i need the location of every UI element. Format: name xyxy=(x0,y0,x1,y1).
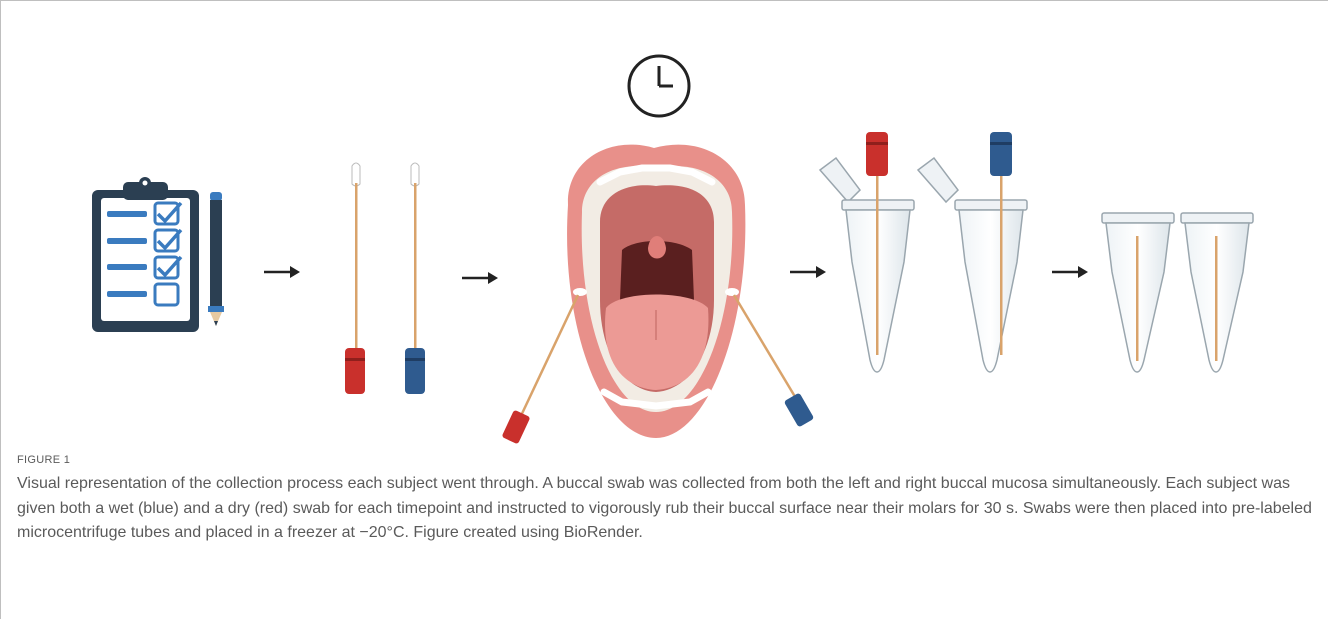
sealed-tube-icon xyxy=(1181,213,1253,372)
figure-caption-text: Visual representation of the collection … xyxy=(17,472,1317,546)
wet-swab-icon xyxy=(405,163,425,394)
arrow-icon xyxy=(1052,266,1088,278)
clock-icon xyxy=(629,56,689,116)
figure-caption: FIGURE 1 Visual representation of the co… xyxy=(17,454,1317,546)
sealed-tube-icon xyxy=(1102,213,1174,372)
collection-process-illustration xyxy=(0,0,1328,450)
figure-label: FIGURE 1 xyxy=(17,454,1317,466)
clipboard-checklist-icon xyxy=(92,177,199,332)
arrow-icon xyxy=(264,266,300,278)
pen-icon xyxy=(208,192,224,326)
tube-with-wet-swab-icon xyxy=(918,132,1027,372)
tube-with-dry-swab-icon xyxy=(820,132,914,372)
arrow-icon xyxy=(462,272,498,284)
arrow-icon xyxy=(790,266,826,278)
dry-swab-icon xyxy=(345,163,365,394)
wet-swab-in-mouth-icon xyxy=(725,288,814,427)
open-mouth-icon xyxy=(567,145,745,438)
